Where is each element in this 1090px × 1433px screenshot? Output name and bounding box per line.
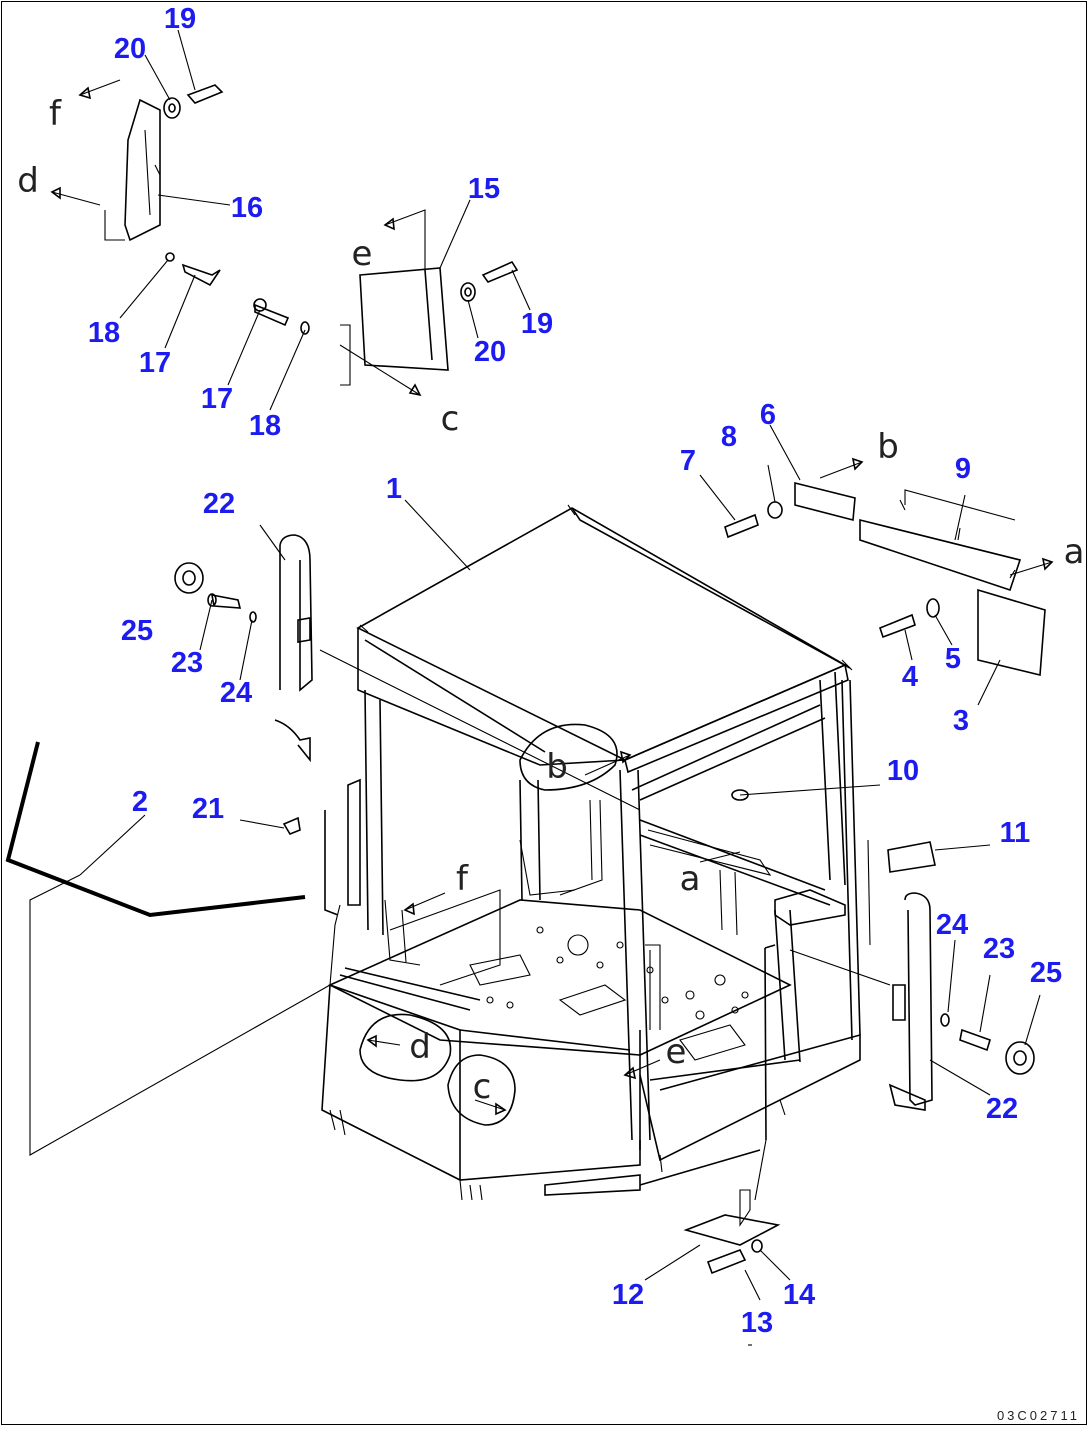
callout-17-left: 17 [139, 347, 171, 379]
cab-floor [328, 899, 792, 1056]
callout-18-left: 18 [88, 317, 120, 349]
letter-d-top: d [17, 161, 39, 201]
cover-plates [794, 481, 1046, 676]
callout-14: 14 [783, 1279, 815, 1311]
letter-e-top: e [352, 234, 373, 274]
callout-9: 9 [955, 453, 971, 485]
callout-15: 15 [468, 173, 500, 205]
leader-lines [79, 29, 1041, 1301]
windshield-wiper [5, 741, 306, 918]
callout-23-right: 23 [983, 933, 1015, 965]
part-16-plate [124, 98, 161, 242]
callout-5: 5 [945, 643, 961, 675]
hardware [163, 84, 1035, 1275]
callout-23-left: 23 [171, 647, 203, 679]
callout-18-mid: 18 [249, 410, 281, 442]
drawing-code: 03C02711 [997, 1408, 1080, 1423]
callout-24-right: 24 [936, 909, 968, 941]
letter-b-top: b [877, 427, 899, 467]
callout-19-right: 19 [521, 308, 553, 340]
letter-a-cab: a [680, 859, 701, 899]
letter-f-cab: f [456, 859, 469, 899]
letter-f-top: f [49, 94, 62, 134]
callout-24-left: 24 [220, 677, 252, 709]
callout-22-right: 22 [986, 1093, 1018, 1125]
callout-25-left: 25 [121, 615, 153, 647]
detail-arrows [50, 79, 1054, 1116]
callout-11: 11 [1000, 817, 1031, 849]
callout-2: 2 [132, 786, 148, 818]
callout-8: 8 [721, 421, 737, 453]
callout-12: 12 [612, 1279, 644, 1311]
callout-13: 13 [741, 1307, 773, 1339]
callout-3: 3 [953, 705, 969, 737]
letter-b-cab: b [546, 747, 568, 787]
callout-22-left: 22 [203, 488, 235, 520]
callout-20-right: 20 [474, 336, 506, 368]
letter-c-top: c [441, 399, 460, 439]
callout-17-mid: 17 [201, 383, 233, 415]
cab-roof [356, 507, 847, 761]
callout-20-top: 20 [114, 33, 146, 65]
part-15-plate [359, 267, 449, 371]
callout-21: 21 [192, 793, 224, 825]
callout-19-top: 19 [164, 3, 196, 35]
callout-16: 16 [231, 192, 263, 224]
detail-letters: f d e c b a b a f d c e [17, 94, 1084, 1107]
letter-d-cab: d [409, 1027, 431, 1067]
handrail-right [888, 892, 933, 1111]
callout-4: 4 [902, 661, 918, 693]
callout-25-right: 25 [1030, 957, 1062, 989]
callout-6: 6 [760, 399, 776, 431]
letter-c-cab: c [473, 1067, 492, 1107]
letter-a-top: a [1064, 532, 1085, 572]
callout-10: 10 [887, 755, 919, 787]
callout-1: 1 [386, 473, 402, 505]
letter-e-cab: e [666, 1032, 687, 1072]
cab-assembly [321, 504, 861, 1201]
callout-7: 7 [680, 445, 696, 477]
callout-labels: 19 20 16 18 17 15 19 20 17 18 22 1 25 23… [88, 3, 1062, 1339]
handrail-left [274, 534, 313, 763]
